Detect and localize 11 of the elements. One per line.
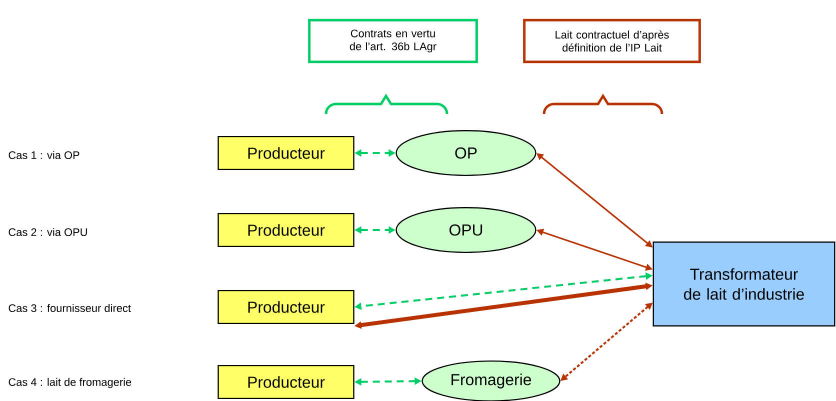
process-box: Producteur — [218, 290, 354, 324]
heading-box: Lait contractuel d’après définition de l’IP Lait — [523, 18, 701, 64]
case-label: Cas 1 : via OP — [8, 150, 80, 160]
process-box: Producteur — [218, 212, 354, 248]
case-label: Cas 2 : via OPU — [8, 228, 87, 236]
process-box: Producteur — [218, 364, 354, 400]
case-label: Cas 3 : fournisseur direct — [8, 304, 131, 312]
process-box: Producteur — [218, 136, 354, 170]
case-label: Cas 4 : lait de fromagerie — [8, 378, 132, 388]
heading-box: Contrats en vertu de l’art. 36b LAgr — [308, 18, 478, 64]
process-box: Transformateur de lait d’industrie — [652, 242, 836, 326]
